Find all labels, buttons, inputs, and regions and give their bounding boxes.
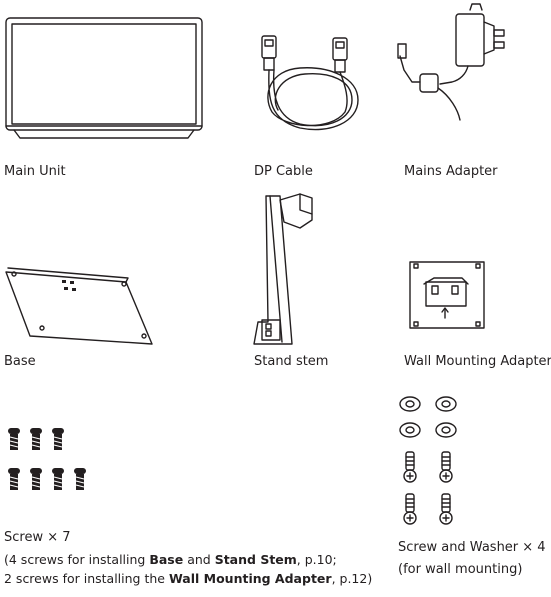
screw-note-line-2: 2 screws for installing the Wall Mountin… bbox=[4, 571, 373, 586]
wall-adapter-icon bbox=[409, 261, 485, 329]
stand-stem-icon bbox=[253, 193, 313, 345]
dp-cable-label: DP Cable bbox=[254, 164, 313, 179]
screw-washer-note: (for wall mounting) bbox=[398, 562, 523, 577]
base-plate-icon bbox=[5, 267, 153, 345]
main-unit-label: Main Unit bbox=[4, 164, 66, 179]
base-label: Base bbox=[4, 354, 36, 369]
dp-cable-icon bbox=[261, 35, 359, 131]
stand-stem-label: Stand stem bbox=[254, 354, 329, 369]
wall-adapter-label: Wall Mounting Adapter bbox=[404, 354, 551, 369]
mains-adapter-icon bbox=[397, 3, 505, 121]
screws-icon bbox=[8, 428, 86, 490]
screw-washer-label: Screw and Washer × 4 bbox=[398, 540, 546, 555]
screw-label: Screw × 7 bbox=[4, 530, 71, 545]
monitor-icon bbox=[5, 17, 203, 139]
screw-note-line-1: (4 screws for installing Base and Stand … bbox=[4, 552, 337, 567]
screw-washer-icon bbox=[399, 396, 457, 525]
mains-adapter-label: Mains Adapter bbox=[404, 164, 498, 179]
